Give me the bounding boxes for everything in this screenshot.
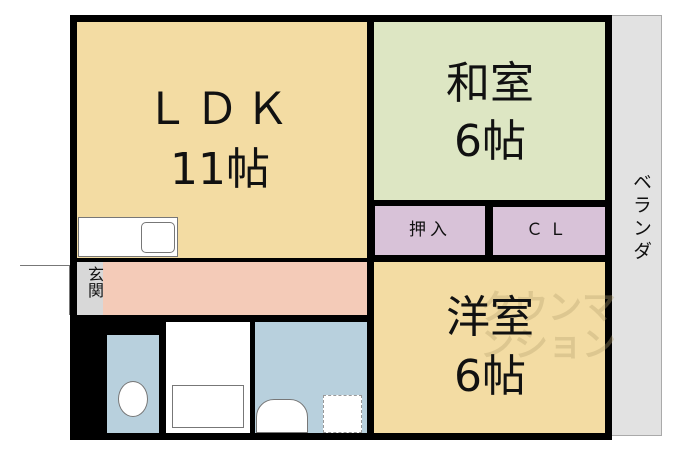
ldk-size: 11帖 <box>170 144 270 195</box>
genkan <box>77 262 103 315</box>
wash-basin <box>256 399 308 433</box>
washitsu-name: 和室 <box>446 58 534 109</box>
watermark: タウンマンション <box>480 288 616 366</box>
washitsu-size: 6帖 <box>454 116 526 167</box>
room-yoshitsu <box>374 262 605 433</box>
bathtub <box>172 385 244 428</box>
room-closet <box>493 207 605 255</box>
bathroom <box>166 322 250 433</box>
ldk-name: ＬＤＫ <box>145 84 295 135</box>
veranda-label: ベランダ <box>630 172 652 264</box>
genkan-label: 玄関 <box>85 266 104 298</box>
entry-door-swing <box>20 265 70 315</box>
yoshitsu-name: 洋室 <box>446 292 534 343</box>
oshiire-label: 押入 <box>409 220 451 240</box>
lower-left-wall <box>70 315 107 440</box>
sink <box>141 222 175 253</box>
room-oshiire <box>375 206 485 255</box>
toilet-bowl <box>118 381 148 417</box>
washing-machine-space <box>323 395 362 433</box>
yoshitsu-size: 6帖 <box>454 351 526 402</box>
hallway <box>77 262 367 315</box>
kitchen-counter <box>78 217 178 257</box>
room-washitsu <box>374 22 605 200</box>
closet-label: ＣＬ <box>526 220 572 240</box>
